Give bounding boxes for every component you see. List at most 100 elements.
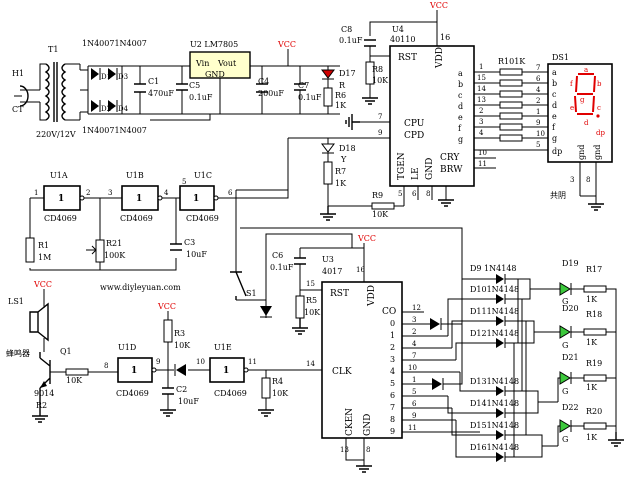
digit-dp-dot xyxy=(596,114,600,118)
resistor-r10-element xyxy=(499,134,523,142)
u4-ref: U4 xyxy=(392,25,404,34)
u3-pin-rst: RST xyxy=(330,289,349,299)
ground-leds xyxy=(608,432,624,447)
vcc-label-psu: VCC xyxy=(277,40,296,49)
resistor-r5-ref: R5 xyxy=(306,296,317,305)
u3-out-pin: 10 xyxy=(408,364,417,372)
resistor-r20-val: 1K xyxy=(586,433,598,442)
display-left-pin: 10 xyxy=(536,130,545,138)
resistor-r9-val: 10K xyxy=(372,210,389,219)
diode-1n4148-label: D101N4148 xyxy=(470,285,519,294)
u3-out-label: 2 xyxy=(390,343,395,352)
u3-pin-gnd: GND xyxy=(363,414,373,436)
inverter-u1d xyxy=(117,357,153,383)
u4-seg-pin: 14 xyxy=(477,85,486,93)
u3-bottom-pins xyxy=(345,438,365,466)
u4-seg-letter: b xyxy=(458,80,463,89)
u4-40110-chip xyxy=(389,45,475,187)
resistor-r2-ref: R2 xyxy=(36,401,47,410)
u4-seg-letters: a b c d e f g xyxy=(458,69,463,144)
u1d-pin-in: 8 xyxy=(104,362,108,370)
u1b-bubble xyxy=(157,195,163,201)
regulator-gnd: GND xyxy=(205,70,225,79)
display-seg-label: c xyxy=(552,90,557,99)
u1b-pin-in: 3 xyxy=(108,189,112,197)
resistor-r3-val: 10K xyxy=(174,341,191,350)
resistor-r20 xyxy=(583,422,607,430)
diode-1n4148-label: D131N4148 xyxy=(470,377,519,386)
u3-output-labels: 0 1 2 3 4 5 6 7 8 9 xyxy=(390,319,395,436)
u1e-ref: U1E xyxy=(214,343,232,352)
u4-pin-rst: RST xyxy=(398,53,417,63)
u4-part: 40110 xyxy=(390,35,415,44)
u1c-pin-out: 6 xyxy=(228,189,233,197)
diode-labels-1n4148: D9 1N4148 D101N4148 D111N4148 D121N4148 … xyxy=(470,264,519,452)
cap-c8-val: 0.1uF xyxy=(339,36,363,45)
website-label: www.diyleyuan.com xyxy=(100,283,181,292)
u4-pin6: 6 xyxy=(412,190,417,198)
resistor-r10-element xyxy=(499,68,523,76)
u1e-pin-out: 11 xyxy=(248,358,257,366)
resistor-r9-ref: R9 xyxy=(372,191,383,200)
resistor-r1-ref: R1 xyxy=(38,241,49,250)
resistor-r2 xyxy=(65,368,89,376)
display-left-pin: 6 xyxy=(536,75,541,83)
buzzer-label: 蜂鸣器 xyxy=(6,348,30,358)
u3-out-label: 0 xyxy=(390,319,395,328)
rail-ground-down xyxy=(150,114,211,121)
regulator-ref: U2 LM7805 xyxy=(190,40,238,49)
digit-label-f: f xyxy=(570,80,574,88)
u1e-bubble xyxy=(243,367,249,373)
u3-out-label: 7 xyxy=(390,403,395,412)
u3-output-wires xyxy=(402,323,460,433)
resistor-r4 xyxy=(261,377,271,399)
u3-out-label: 3 xyxy=(390,355,395,364)
resistor-r5 xyxy=(295,295,305,319)
ground-r5 xyxy=(292,318,308,335)
resistor-r8-ref: R8 xyxy=(372,65,383,74)
diode-matrix-cross xyxy=(513,279,527,457)
u4-seg-wires xyxy=(474,71,500,139)
resistor-r21-val: 100K xyxy=(104,251,126,260)
transformer-ref: T1 xyxy=(48,45,58,54)
cap-c1-plates xyxy=(134,83,146,93)
u4-40110-section: VCC 16 C8 0.1uF U4 40110 R8 10K RST VDD … xyxy=(236,1,548,221)
u4-pin5: 5 xyxy=(398,190,402,198)
u1a-pin-out: 2 xyxy=(86,189,90,197)
u3-output-pins: 3 2 4 7 10 1 5 6 9 11 xyxy=(408,316,417,432)
led-green xyxy=(559,282,571,296)
cap-c7-plates xyxy=(294,83,306,91)
diode-1n4148-label: D121N4148 xyxy=(470,329,519,338)
diode-1n4148-label: D151N4148 xyxy=(470,421,519,430)
rectifier-part-top: 1N40071N4007 xyxy=(82,39,147,48)
u4-pin-cpd: CPD xyxy=(404,131,424,141)
u4-pin-tgen: TGEN xyxy=(397,152,407,180)
resistor-r20-ref: R20 xyxy=(586,407,602,416)
ground-u3 xyxy=(356,465,372,473)
u3-pin14: 14 xyxy=(306,360,315,368)
resistor-r19 xyxy=(583,374,607,382)
display-gnd-pins xyxy=(579,162,597,204)
u4-seg-letter: e xyxy=(458,113,463,122)
resistor-r10-element xyxy=(499,123,523,131)
u3-out-pin: 9 xyxy=(412,412,416,420)
rectifier-part-bottom: 1N40071N4007 xyxy=(82,126,147,135)
u4-seg-pin: 1 xyxy=(479,63,483,71)
display-left-pin: 9 xyxy=(536,119,540,127)
led-d19-ref: D19 xyxy=(562,259,579,268)
led-green xyxy=(559,325,571,339)
resistor-r5-val: 10K xyxy=(304,308,321,317)
display-left-pin: 7 xyxy=(536,64,540,72)
switch-section: S1 VCC C6 0.1uF R5 10K xyxy=(230,190,463,335)
diode-1n4148 xyxy=(496,338,504,348)
buzzer-ref: LS1 xyxy=(8,297,24,306)
transformer-wires xyxy=(39,63,81,121)
u3-pin15: 15 xyxy=(306,280,315,288)
u1d-gate-label: 1 xyxy=(131,366,137,376)
u4-pin9: 9 xyxy=(378,129,382,137)
u4-seg-pin: 2 xyxy=(479,107,483,115)
u3-4017-section: U3 4017 16 15 RST VDD CO CLK CKEN GND 14… xyxy=(306,255,463,473)
u1a-gate-label: 1 xyxy=(58,194,64,204)
u4-bottom-pins xyxy=(403,186,447,206)
display-common-label: 共阴 xyxy=(550,191,566,200)
